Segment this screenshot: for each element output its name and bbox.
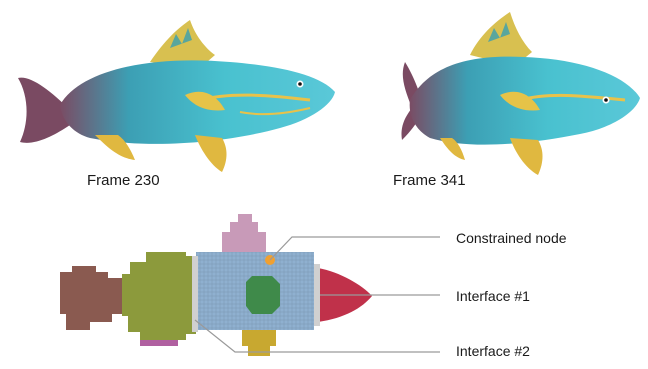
- voxel-model: [60, 214, 372, 356]
- segment-tail: [60, 266, 126, 330]
- interface-plate-1: [314, 264, 320, 326]
- fish-frame-230: [18, 20, 335, 172]
- segment-mid: [122, 252, 196, 340]
- segment-top-fin: [222, 214, 266, 252]
- constrained-node-label: Constrained node: [456, 230, 567, 246]
- segment-core: [246, 276, 280, 314]
- frame-341-caption: Frame 341: [393, 172, 466, 189]
- fish-frame-341: [401, 12, 640, 175]
- pelvic-fin: [195, 135, 227, 172]
- pelvic-fin: [510, 138, 543, 175]
- interface-2-label: Interface #2: [456, 343, 530, 359]
- frame-230-caption: Frame 230: [87, 172, 160, 189]
- interface-1-label: Interface #1: [456, 288, 530, 304]
